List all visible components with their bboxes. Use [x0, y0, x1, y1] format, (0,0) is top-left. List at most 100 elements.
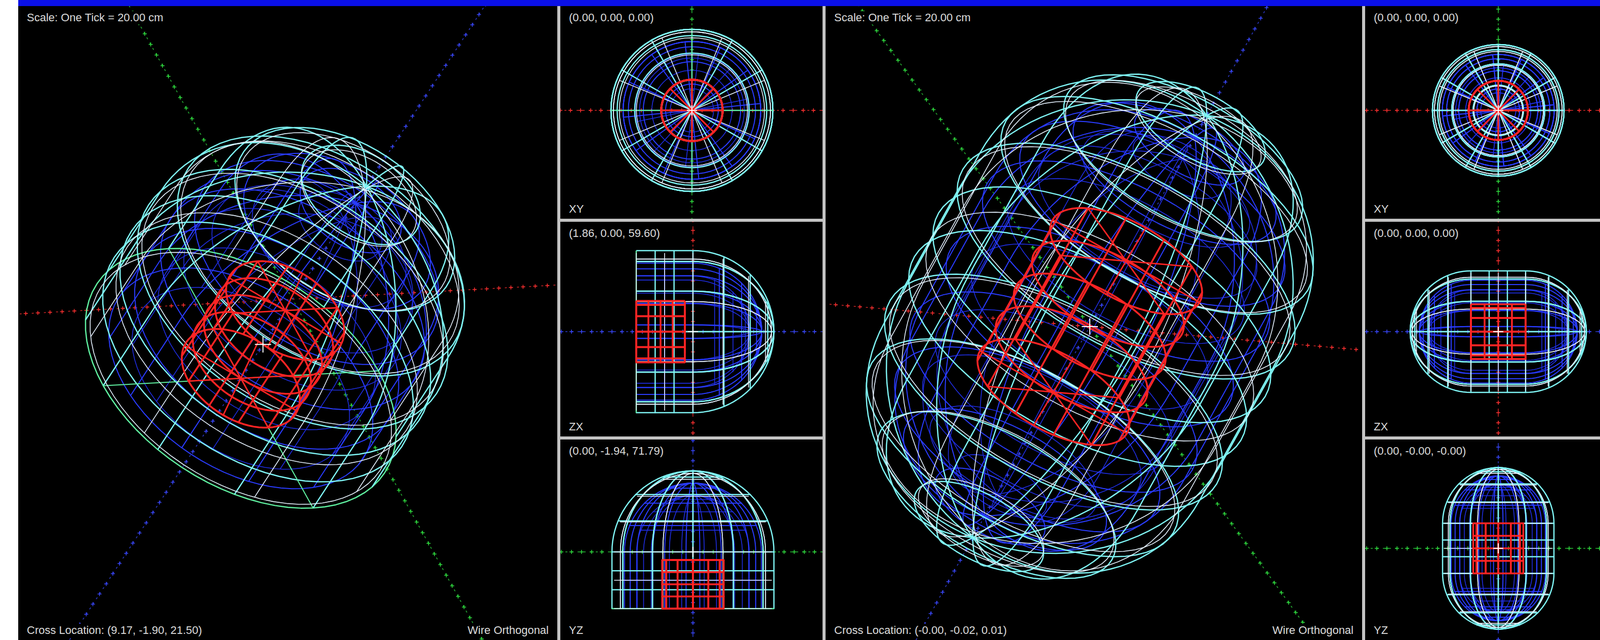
mesh-line	[1470, 385, 1526, 387]
axis-tick	[1080, 314, 1085, 319]
axis-tick	[1286, 600, 1291, 605]
mesh-line	[85, 240, 138, 320]
mesh-line	[635, 253, 637, 410]
mesh-line	[236, 132, 450, 311]
mesh-line	[1498, 109, 1565, 112]
mesh-line	[1460, 484, 1537, 486]
axis-line	[1365, 331, 1600, 333]
mesh-line	[972, 344, 1138, 538]
mesh-line	[267, 310, 286, 348]
mesh-line	[1460, 610, 1537, 612]
mesh-line	[636, 361, 685, 364]
mesh-line	[293, 307, 338, 376]
mesh-line	[1412, 331, 1471, 387]
mesh-line	[1153, 228, 1226, 360]
mesh-line	[390, 340, 443, 420]
mesh-line	[278, 137, 365, 190]
mesh-line	[636, 258, 693, 260]
mesh-line	[636, 299, 685, 302]
mesh-line	[299, 332, 345, 401]
cross-marker	[687, 546, 699, 557]
mesh-line	[692, 473, 766, 552]
axis-tick	[1144, 403, 1149, 408]
mesh-line	[964, 268, 1038, 400]
axis-tick	[154, 53, 159, 58]
mesh-line	[1498, 573, 1503, 622]
mesh-line	[635, 331, 638, 354]
axis-tick	[1241, 48, 1246, 53]
mesh-line	[1525, 331, 1585, 387]
mesh-line	[1432, 44, 1565, 177]
axis-tick	[1265, 570, 1270, 576]
axis-tick	[1094, 334, 1099, 339]
mesh-line	[1204, 116, 1253, 229]
axis-tick	[391, 477, 396, 482]
mesh-line	[670, 88, 692, 111]
mesh-line	[184, 345, 241, 379]
axis-tick	[426, 541, 431, 546]
axis-tick	[1076, 345, 1081, 350]
axis-tick	[1172, 331, 1177, 336]
mesh-line	[232, 310, 285, 314]
mesh-line	[1470, 331, 1472, 351]
mesh-line	[1475, 523, 1478, 574]
mesh-line	[636, 357, 685, 360]
mesh-line	[1013, 273, 1166, 380]
axis-tick	[130, 541, 135, 546]
axis-tick	[144, 520, 149, 525]
mesh-line	[141, 173, 443, 426]
mesh-line	[1547, 523, 1549, 574]
mesh-line	[1458, 70, 1538, 150]
mesh-line	[181, 329, 300, 428]
mesh-line	[1448, 573, 1499, 628]
mesh-line	[932, 186, 1271, 423]
axis-tick	[317, 256, 322, 261]
axis-tick	[436, 73, 441, 78]
axis-tick	[1245, 338, 1250, 343]
mesh-line	[635, 250, 638, 413]
axis-tick	[430, 83, 435, 88]
mesh-line	[1453, 65, 1544, 156]
axis-tick	[917, 88, 922, 93]
wireframe-model	[611, 470, 774, 609]
mesh-line	[691, 110, 693, 192]
mesh-line	[1470, 276, 1526, 278]
axis-tick	[444, 572, 449, 578]
mesh-line	[1475, 523, 1478, 574]
mesh-line	[635, 309, 638, 332]
axis-tick	[181, 303, 186, 308]
axis-tick	[479, 636, 484, 640]
mesh-line	[1525, 270, 1587, 332]
mesh-line	[268, 359, 313, 428]
axis-line	[18, 6, 558, 640]
wireframe-view	[18, 6, 558, 640]
axis-tick	[802, 549, 807, 554]
axis-tick	[1496, 17, 1501, 22]
viewport-panel: (0.00, 0.00, 0.00)XY	[1365, 6, 1600, 219]
viewport-panel: (1.86, 0.00, 59.60)ZX	[560, 221, 823, 437]
mesh-line	[963, 109, 1205, 207]
mesh-line	[1442, 572, 1554, 574]
axis-tick	[402, 498, 407, 503]
axis-tick	[812, 549, 817, 554]
axis-tick	[375, 292, 380, 297]
mesh-line	[890, 206, 964, 338]
mesh-line	[630, 482, 693, 552]
mesh-line	[1493, 475, 1499, 524]
axis-tick	[845, 303, 850, 308]
mesh-line	[109, 190, 161, 270]
axis-tick	[881, 38, 886, 43]
mesh-line	[692, 473, 723, 552]
mesh-line	[684, 309, 686, 332]
mesh-line	[663, 478, 724, 480]
mesh-line	[692, 301, 772, 332]
mesh-line	[886, 379, 973, 538]
axis-tick	[1317, 344, 1322, 349]
mesh-line	[1468, 80, 1529, 141]
mesh-line	[972, 499, 1201, 573]
mesh-line	[692, 331, 762, 395]
mesh-line	[1525, 331, 1527, 351]
axis-tick	[560, 329, 564, 334]
mesh-line	[1419, 284, 1471, 332]
axis-tick	[690, 221, 695, 223]
